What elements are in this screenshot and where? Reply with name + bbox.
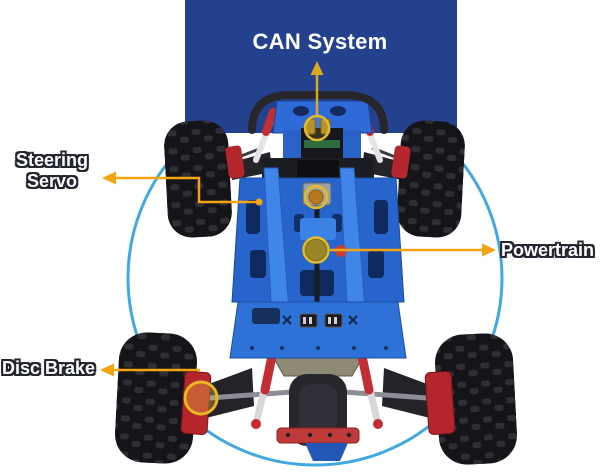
powertrain-highlight-ring — [302, 236, 330, 264]
front-right-wheel — [397, 120, 465, 238]
steering-servo-label-line1: Steering — [15, 150, 89, 170]
rear-right-wheel — [435, 333, 517, 465]
can-system-label: CAN System — [252, 29, 388, 54]
powertrain-arrow — [302, 236, 496, 264]
steering-servo-arrow — [102, 171, 329, 210]
arrowhead-left-icon — [100, 363, 114, 377]
powertrain-label: Powertrain — [501, 240, 595, 260]
rear-right-hub — [424, 371, 456, 435]
disc-brake-arrow — [100, 363, 219, 416]
steering-servo-label: Steering Servo — [2, 150, 102, 192]
disc-brake-highlight-ring — [183, 380, 219, 416]
rc-car-image — [115, 91, 517, 465]
can-system-arrow — [303, 61, 331, 142]
arrowhead-up-icon — [310, 61, 324, 75]
steering-servo-highlight-ring — [303, 184, 329, 210]
rear-left-wheel — [115, 332, 197, 464]
arrowhead-right-icon — [482, 243, 496, 257]
steering-servo-label-line2: Servo — [26, 171, 78, 191]
can-system-highlight-ring — [303, 114, 331, 142]
powertrain-part — [304, 238, 328, 262]
arrowhead-left-icon — [102, 171, 116, 185]
disc-brake-label: Disc Brake — [1, 358, 96, 378]
annotation-overlay — [100, 61, 496, 416]
